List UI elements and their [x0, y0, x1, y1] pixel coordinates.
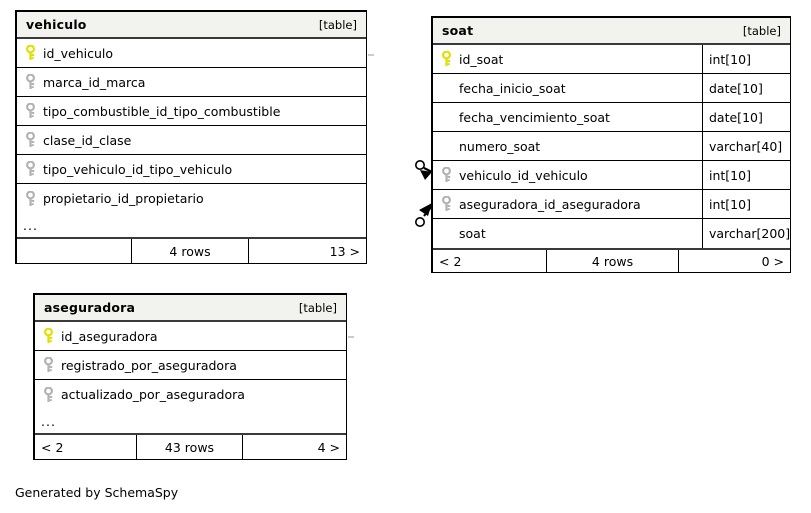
column-label: id_aseguradora	[61, 328, 158, 344]
column-name-cell: registrado_por_aseguradora	[35, 351, 346, 379]
key-icon-foreign	[442, 196, 451, 211]
key-icon-foreign	[44, 357, 53, 372]
table-footer: < 2 43 rows 4 >	[35, 435, 346, 459]
table-row[interactable]: numero_soat varchar[40]	[433, 132, 790, 161]
key-icon-foreign	[26, 190, 35, 206]
column-type: varchar[40]	[702, 132, 790, 160]
column-type: varchar[200]	[702, 219, 790, 248]
column-name-cell: propietario_id_propietario	[17, 184, 366, 213]
column-name-cell: tipo_combustible_id_tipo_combustible	[17, 97, 366, 125]
table-name: aseguradora	[44, 300, 136, 315]
key-icon-foreign	[442, 167, 451, 182]
column-label: soat	[459, 226, 486, 241]
column-list: id_soat int[10] fecha_inicio_soat date[1…	[433, 45, 790, 248]
column-label: tipo_combustible_id_tipo_combustible	[43, 103, 281, 119]
column-label: propietario_id_propietario	[43, 191, 204, 206]
table-row[interactable]: id_aseguradora	[35, 322, 346, 351]
column-name-cell: fecha_inicio_soat	[433, 74, 702, 102]
footer-row-count: 4 rows	[547, 250, 679, 272]
table-title-vehiculo: vehiculo [table]	[17, 12, 366, 39]
column-name-cell: soat	[433, 219, 702, 248]
table-footer: 4 rows 13 >	[17, 239, 366, 263]
table-row[interactable]: vehiculo_id_vehiculo int[10]	[433, 161, 790, 190]
table-row[interactable]: registrado_por_aseguradora	[35, 351, 346, 380]
table-row[interactable]: id_soat int[10]	[433, 45, 790, 74]
column-type: int[10]	[702, 190, 790, 218]
column-label: actualizado_por_aseguradora	[61, 387, 245, 402]
column-type: date[10]	[702, 74, 790, 102]
table-aseguradora[interactable]: aseguradora [table] id_aseguradora	[33, 293, 347, 460]
table-footer: < 2 4 rows 0 >	[433, 248, 790, 272]
column-name-cell: clase_id_clase	[17, 126, 366, 154]
table-row[interactable]: soat varchar[200]	[433, 219, 790, 248]
table-type-tag: [table]	[742, 23, 781, 38]
key-icon-foreign	[26, 132, 35, 147]
column-label: numero_soat	[459, 138, 541, 154]
footer-prev-link[interactable]	[17, 239, 132, 263]
table-row[interactable]: fecha_vencimiento_soat date[10]	[433, 103, 790, 132]
column-type: int[10]	[702, 45, 790, 73]
table-soat[interactable]: soat [table] id_soat int[10]	[431, 16, 791, 273]
table-title-soat: soat [table]	[433, 18, 790, 45]
generated-by-caption: Generated by SchemaSpy	[15, 485, 179, 500]
column-label: registrado_por_aseguradora	[61, 357, 237, 373]
column-label: fecha_vencimiento_soat	[459, 109, 610, 125]
key-icon-foreign	[26, 74, 35, 89]
key-icon-primary	[26, 45, 35, 60]
footer-prev-link[interactable]: < 2	[433, 250, 547, 272]
column-type: int[10]	[702, 161, 790, 189]
key-icon-primary	[44, 328, 53, 343]
table-type-tag: [table]	[298, 300, 337, 315]
table-type-tag: [table]	[318, 17, 357, 32]
column-type: date[10]	[702, 103, 790, 131]
column-name-cell: id_soat	[433, 45, 702, 73]
column-label: marca_id_marca	[43, 74, 146, 90]
column-name-cell: tipo_vehiculo_id_tipo_vehiculo	[17, 155, 366, 183]
column-name-cell: vehiculo_id_vehiculo	[433, 161, 702, 189]
footer-row-count: 43 rows	[137, 435, 243, 459]
table-title-aseguradora: aseguradora [table]	[35, 295, 346, 322]
table-row[interactable]: clase_id_clase	[17, 126, 366, 155]
footer-row-count: 4 rows	[132, 239, 249, 263]
column-label: aseguradora_id_aseguradora	[459, 196, 641, 212]
footer-next-link[interactable]: 0 >	[761, 253, 784, 269]
column-list: id_vehiculo marca_id_marca	[17, 39, 366, 213]
key-icon-foreign	[26, 103, 35, 118]
column-name-cell: aseguradora_id_aseguradora	[433, 190, 702, 218]
column-label: vehiculo_id_vehiculo	[459, 167, 588, 183]
more-columns-indicator: ...	[35, 409, 346, 435]
table-row[interactable]: id_vehiculo	[17, 39, 366, 68]
table-row[interactable]: fecha_inicio_soat date[10]	[433, 74, 790, 103]
footer-next-link[interactable]: 13 >	[329, 243, 360, 259]
more-columns-indicator: ...	[17, 213, 366, 239]
table-name: vehiculo	[26, 17, 87, 32]
table-row[interactable]: aseguradora_id_aseguradora int[10]	[433, 190, 790, 219]
table-row[interactable]: propietario_id_propietario	[17, 184, 366, 213]
table-row[interactable]: tipo_vehiculo_id_tipo_vehiculo	[17, 155, 366, 184]
table-name: soat	[442, 23, 474, 38]
key-icon-primary	[442, 51, 451, 66]
footer-prev-link[interactable]: < 2	[35, 435, 137, 459]
column-label: id_vehiculo	[43, 45, 114, 61]
column-name-cell: marca_id_marca	[17, 68, 366, 96]
column-name-cell: id_vehiculo	[17, 39, 366, 67]
column-name-cell: id_aseguradora	[35, 322, 346, 350]
table-row[interactable]: actualizado_por_aseguradora	[35, 380, 346, 409]
column-list: id_aseguradora registrado_por_asegurador…	[35, 322, 346, 409]
table-row[interactable]: tipo_combustible_id_tipo_combustible	[17, 97, 366, 126]
footer-next-link[interactable]: 4 >	[317, 439, 340, 455]
column-label: tipo_vehiculo_id_tipo_vehiculo	[43, 161, 233, 177]
table-vehiculo[interactable]: vehiculo [table] id_vehiculo	[15, 10, 367, 264]
column-label: clase_id_clase	[43, 132, 132, 148]
key-icon-foreign	[44, 386, 53, 402]
column-label: fecha_inicio_soat	[459, 80, 566, 96]
column-name-cell: numero_soat	[433, 132, 702, 160]
column-label: id_soat	[459, 51, 504, 67]
column-name-cell: actualizado_por_aseguradora	[35, 380, 346, 409]
relationship-vehiculo-soat	[368, 54, 433, 180]
key-icon-foreign	[26, 161, 35, 176]
table-row[interactable]: marca_id_marca	[17, 68, 366, 97]
column-name-cell: fecha_vencimiento_soat	[433, 103, 702, 131]
